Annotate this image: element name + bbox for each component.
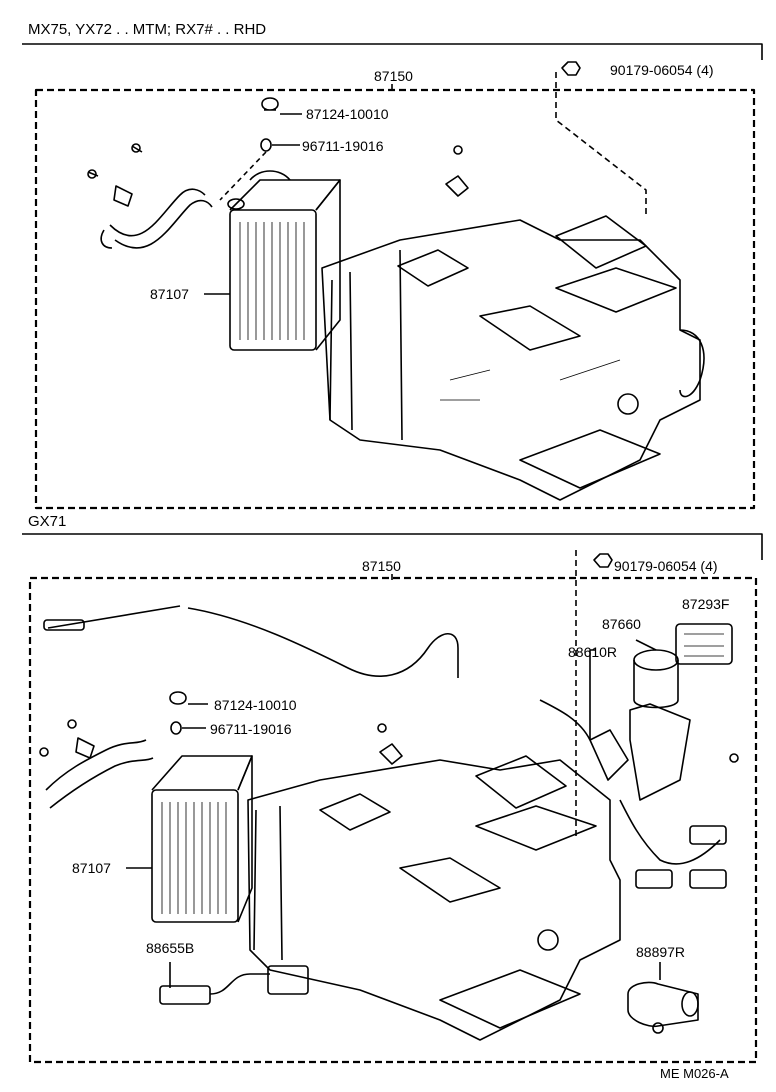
bottom-grommet-icon bbox=[169, 691, 187, 705]
bottom-servo-motor-icon bbox=[629, 639, 691, 801]
bottom-sensor-label: 88655B bbox=[146, 940, 195, 956]
bottom-heater-core-icon bbox=[151, 755, 253, 923]
bottom-assembly-label: 87150 bbox=[362, 558, 401, 574]
top-grommet-label: 87124-10010 bbox=[306, 106, 389, 122]
bottom-cable-icon bbox=[47, 605, 459, 678]
bottom-dashed-frame bbox=[28, 576, 758, 1064]
top-section-header: MX75, YX72 . . MTM; RX7# . . RHD bbox=[28, 21, 267, 38]
top-nut-label: 90179-06054 (4) bbox=[610, 62, 714, 78]
bottom-servo-bracket-icon bbox=[589, 729, 629, 781]
top-grommet-icon bbox=[261, 97, 279, 111]
bottom-servo-connector-icon bbox=[675, 623, 733, 665]
bottom-oring-icon bbox=[170, 721, 182, 735]
bottom-clamp-icon bbox=[75, 737, 95, 759]
top-hose-icon bbox=[109, 188, 213, 249]
bottom-heater-unit-icon bbox=[247, 755, 621, 1041]
bottom-nut-label: 90179-06054 (4) bbox=[614, 558, 718, 574]
top-nut-icon bbox=[561, 61, 581, 76]
top-clamp-icon bbox=[113, 185, 133, 207]
bottom-servo-connector-label: 87293F bbox=[682, 596, 730, 612]
top-nut-leader bbox=[555, 72, 647, 218]
bottom-switch-label: 88897R bbox=[636, 944, 686, 960]
bottom-section-bracket bbox=[22, 533, 763, 560]
top-heater-core-icon bbox=[227, 170, 341, 351]
bottom-section-header: GX71 bbox=[28, 513, 67, 530]
top-core-label: 87107 bbox=[150, 286, 189, 302]
bottom-grommet-label: 87124-10010 bbox=[214, 697, 297, 713]
bottom-oring-label: 96711-19016 bbox=[210, 721, 292, 737]
bottom-core-label: 87107 bbox=[72, 860, 111, 876]
bottom-nut-icon bbox=[593, 553, 613, 568]
top-assembly-label: 87150 bbox=[374, 68, 413, 84]
bottom-sensor-icon bbox=[159, 965, 309, 1005]
top-heater-unit-icon bbox=[321, 215, 705, 501]
bottom-servo-sub-label: 88610R bbox=[568, 644, 618, 660]
bottom-switch-icon bbox=[627, 981, 699, 1034]
bottom-servo-label: 87660 bbox=[602, 616, 641, 632]
footer-code: ME M026-A bbox=[660, 1066, 729, 1081]
top-oring-label: 96711-19016 bbox=[302, 138, 384, 154]
bottom-harness-icon bbox=[539, 699, 721, 865]
top-oring-icon bbox=[260, 138, 272, 152]
top-bracket-icon bbox=[445, 175, 469, 197]
top-section-bracket bbox=[22, 43, 763, 60]
top-dashed-frame bbox=[34, 88, 756, 510]
bottom-hose-icon bbox=[45, 739, 154, 809]
